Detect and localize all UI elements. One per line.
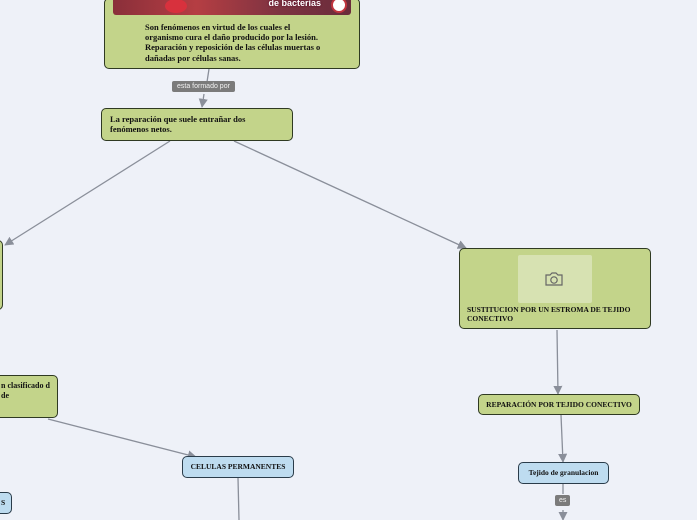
node-fenomenos[interactable]: de bacterias Son fenómenos en virtud de … [104,0,360,69]
node-image-banner: de bacterias [113,0,351,15]
node-partial-left[interactable]: S [0,492,12,514]
node-text: CELULAS PERMANENTES [190,462,286,471]
node-sustitucion[interactable]: SUSTITUCION POR UN ESTROMA DE TEJIDO CON… [459,248,651,329]
connector-clasificado-to-celulas [47,418,197,460]
logo-icon [331,0,347,13]
banner-decoration [165,0,187,13]
camera-icon [545,272,563,286]
node-text: SUSTITUCION POR UN ESTROMA DE TEJIDO CON… [467,305,631,323]
node-text: S [1,498,6,507]
node-reparacion-tejido-conectivo[interactable]: REPARACIÓN POR TEJIDO CONECTIVO [478,394,640,415]
link-label-esta-formado-por[interactable]: esta formado por [172,81,235,92]
node-text: La reparación que suele entrañar dos fen… [110,114,246,135]
connector-fenomenos-to-label [206,68,210,83]
node-reparacion-dos-fenomenos[interactable]: La reparación que suele entrañar dos fen… [101,108,293,141]
connector-reparacion-to-sustitucion [233,140,467,249]
node-text: Son fenómenos en virtud de los cuales el… [145,22,321,63]
node-tejido-granulacion[interactable]: Tejido de granulacion [518,462,609,484]
connector-label-to-reparacion [198,93,208,108]
connector-sustitucion-to-reparacion-tejido [553,329,563,395]
node-text: REPARACIÓN POR TEJIDO CONECTIVO [486,400,632,409]
image-placeholder[interactable] [518,255,592,303]
connector-reparacion-tejido-to-granulacion [558,414,568,463]
node-text: n clasificado d de [1,381,50,400]
node-left-offscreen[interactable] [0,240,3,310]
node-text: Tejido de granulacion [528,468,599,477]
node-clasificado[interactable]: n clasificado d de [0,375,58,418]
connector-celulas-down [237,477,240,520]
node-celulas-permanentes[interactable]: CELULAS PERMANENTES [182,456,294,478]
connector-reparacion-to-left [4,140,171,246]
link-label-es[interactable]: es [555,495,571,506]
banner-text: de bacterias [268,0,321,8]
